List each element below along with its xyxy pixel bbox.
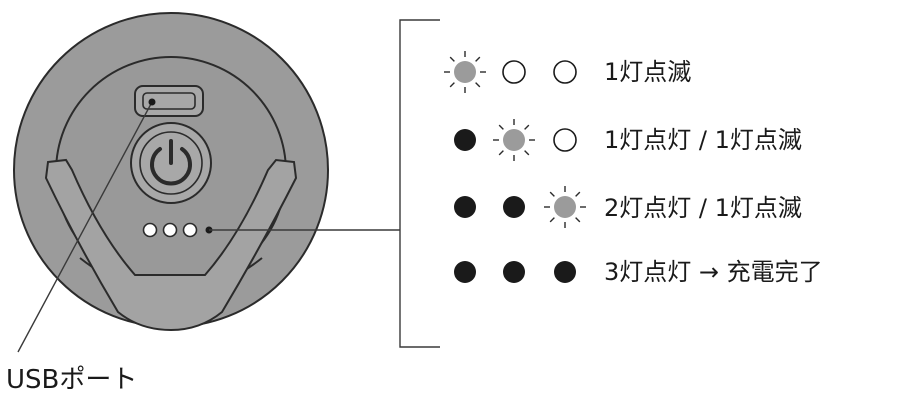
state-label-4: 3灯点灯 → 充電完了	[604, 258, 823, 286]
blink-ray	[575, 191, 581, 197]
legend-led-2-1-on	[454, 129, 476, 151]
usb-port-slot	[142, 92, 196, 110]
legend-led-2-2-blink	[503, 129, 525, 151]
legend-led-2-3-off	[553, 128, 577, 152]
legend-led-3-2-on	[503, 196, 525, 218]
usb-port[interactable]	[134, 85, 204, 117]
blink-ray	[524, 124, 530, 130]
legend-bracket	[399, 19, 440, 348]
legend-led-4-2-on	[503, 261, 525, 283]
legend-led-4-1-on	[454, 261, 476, 283]
legend-led-1-3-off	[553, 60, 577, 84]
state-label-3: 2灯点灯 / 1灯点滅	[604, 194, 802, 222]
legend-led-1-2-off	[502, 60, 526, 84]
device-led-1	[142, 222, 158, 238]
blink-ray	[449, 56, 455, 62]
blink-ray	[524, 150, 530, 156]
device-led-2	[162, 222, 178, 238]
blink-ray	[498, 124, 504, 130]
handle	[44, 158, 298, 332]
blink-ray	[549, 217, 555, 223]
state-label-2: 1灯点灯 / 1灯点滅	[604, 126, 802, 154]
blink-ray	[475, 56, 481, 62]
usb-leader-line	[17, 101, 153, 353]
blink-ray	[498, 150, 504, 156]
legend-led-4-3-on	[554, 261, 576, 283]
blink-ray	[449, 82, 455, 88]
legend-led-3-3-blink	[554, 196, 576, 218]
state-label-1: 1灯点滅	[604, 58, 692, 86]
blink-ray	[475, 82, 481, 88]
power-icon[interactable]	[130, 122, 212, 204]
blink-ray	[549, 191, 555, 197]
legend-led-3-1-on	[454, 196, 476, 218]
blink-ray	[575, 217, 581, 223]
legend-led-1-1-blink	[454, 61, 476, 83]
device-led-3	[182, 222, 198, 238]
usb-port-label: USBポート	[6, 365, 138, 395]
legend-led-group	[444, 51, 586, 283]
usb-leader-dot	[148, 98, 156, 106]
